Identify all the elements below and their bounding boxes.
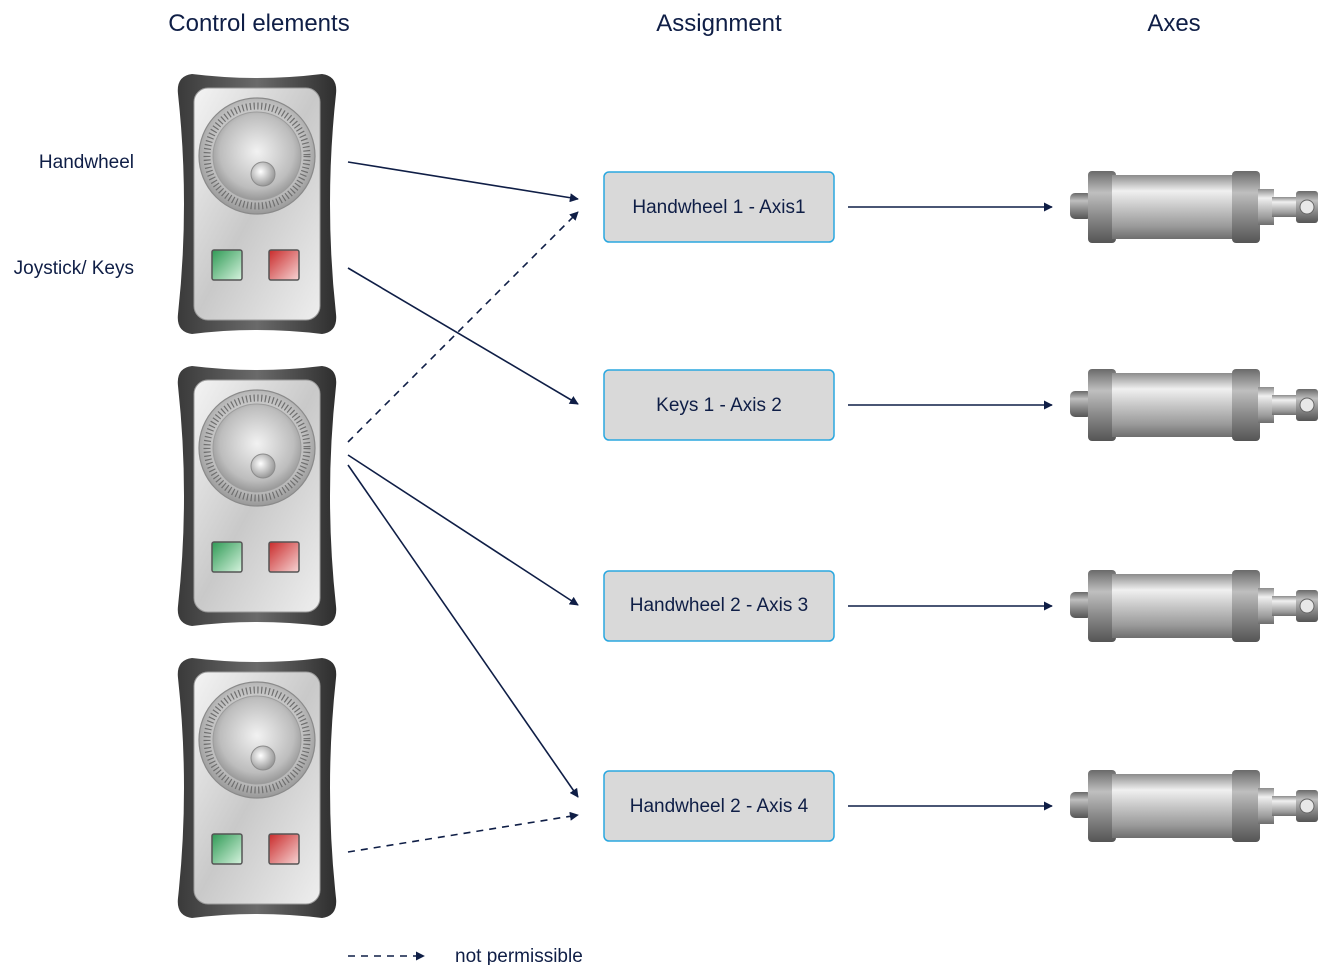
axis-motor-1 bbox=[1070, 171, 1318, 243]
legend: not permissible bbox=[348, 946, 583, 965]
assignment-box-3: Handwheel 2 - Axis 3 bbox=[603, 570, 835, 642]
arrow-unit2-to-assignment4 bbox=[347, 464, 579, 798]
assignment-label-3: Handwheel 2 - Axis 3 bbox=[630, 595, 809, 616]
arrow-unit2-to-assignment3 bbox=[347, 454, 579, 606]
arrow-unit1-handwheel-to-assignment1 bbox=[347, 161, 579, 203]
assignment-label-2: Keys 1 - Axis 2 bbox=[656, 395, 782, 416]
control-unit-3 bbox=[178, 658, 336, 918]
arrow-unit2-to-assignment1-not-permissible bbox=[347, 211, 579, 443]
label-handwheel: Handwheel bbox=[39, 152, 134, 173]
arrow-unit3-to-assignment4-not-permissible bbox=[347, 811, 579, 853]
arrow-unit1-keys-to-assignment2 bbox=[347, 267, 579, 405]
control-unit-2 bbox=[178, 366, 336, 626]
assignment-label-4: Handwheel 2 - Axis 4 bbox=[630, 796, 809, 817]
assignment-box-2: Keys 1 - Axis 2 bbox=[603, 369, 835, 441]
header-control-elements: Control elements bbox=[168, 10, 349, 37]
assignment-label-1: Handwheel 1 - Axis1 bbox=[632, 197, 805, 218]
axis-motor-3 bbox=[1070, 570, 1318, 642]
assignment-box-4: Handwheel 2 - Axis 4 bbox=[603, 770, 835, 842]
control-unit-1 bbox=[178, 74, 336, 334]
label-joystick-keys: Joystick/ Keys bbox=[14, 258, 134, 279]
header-assignment: Assignment bbox=[656, 10, 782, 37]
assignment-box-1: Handwheel 1 - Axis1 bbox=[603, 171, 835, 243]
axis-motor-2 bbox=[1070, 369, 1318, 441]
header-axes: Axes bbox=[1147, 10, 1200, 37]
axis-motor-4 bbox=[1070, 770, 1318, 842]
legend-not-permissible-label: not permissible bbox=[455, 946, 583, 965]
